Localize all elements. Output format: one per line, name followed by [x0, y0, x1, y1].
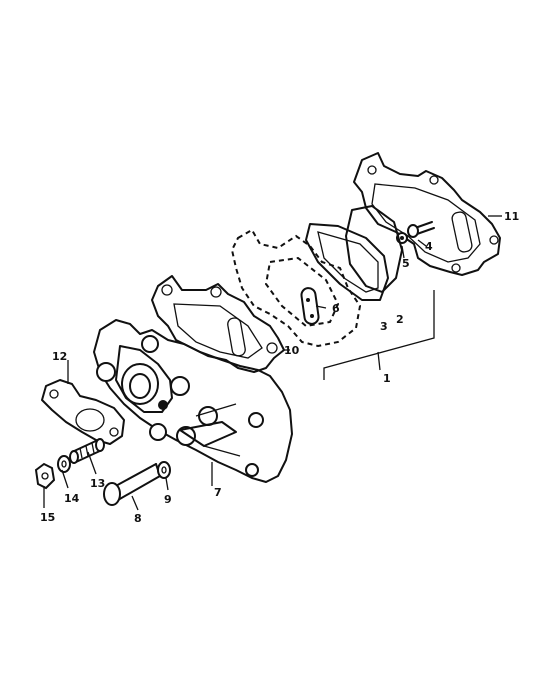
- part-6-pin: [300, 287, 320, 325]
- part-15-nut: [34, 462, 56, 490]
- reed-block: [230, 228, 362, 348]
- callout-8: 8: [134, 512, 142, 525]
- callout-6: 6: [332, 302, 340, 315]
- part-3-reed-valve: [305, 223, 389, 301]
- callout-7: 7: [214, 486, 222, 499]
- callout-2: 2: [396, 313, 404, 326]
- part-9-washer: [157, 461, 171, 479]
- callout-1: 1: [383, 372, 391, 385]
- part-2-stopper: [345, 205, 403, 293]
- part-4-screw: [407, 221, 435, 238]
- callout-14: 14: [64, 492, 80, 505]
- part-12-gasket: [41, 379, 125, 445]
- callout-15: 15: [40, 511, 55, 524]
- callout-3: 3: [380, 320, 388, 333]
- leader-lines: [43, 215, 502, 511]
- callout-11: 11: [504, 210, 519, 223]
- part-8-bolt: [103, 463, 161, 506]
- callout-9: 9: [164, 493, 172, 506]
- part-11-gasket: [353, 152, 501, 276]
- callout-12: 12: [52, 350, 67, 363]
- part-7-manifold: [93, 319, 293, 483]
- part-13-stud: [69, 438, 105, 464]
- callout-10: 10: [284, 344, 300, 357]
- part-14-washer: [57, 455, 71, 473]
- callout-5: 5: [402, 257, 410, 270]
- callout-13: 13: [90, 477, 105, 490]
- callouts: 1 2 3 4 5 6 7 8 9 10 11 12 13 14 15: [40, 210, 519, 525]
- part-10-gasket: [151, 275, 285, 373]
- callout-4: 4: [425, 240, 433, 253]
